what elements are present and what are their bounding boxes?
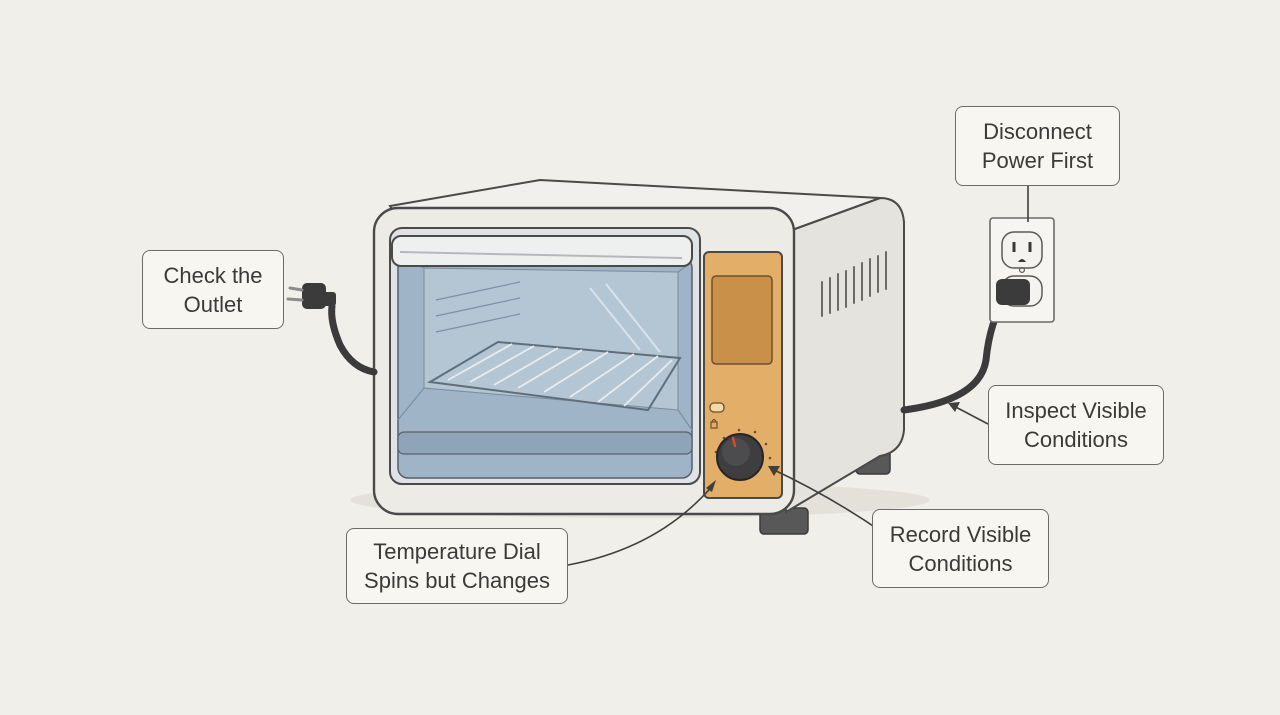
callout-record-conditions: Record Visible Conditions <box>872 509 1049 588</box>
leader-arrowheads <box>706 402 960 492</box>
interior-lines <box>397 257 693 431</box>
callout-disconnect-power: Disconnect Power First <box>955 106 1120 186</box>
door-bottom-lip <box>397 431 693 455</box>
leader-temperature-dial <box>567 483 715 566</box>
callout-check-outlet-line-2: Outlet <box>183 291 243 317</box>
callout-check-outlet: Check the Outlet <box>142 250 284 329</box>
side-vent-slots <box>821 251 887 317</box>
callout-disconnect-power-line-1: Disconnect <box>983 119 1092 144</box>
temperature-dial-icon[interactable] <box>716 433 764 481</box>
callout-inspect-conditions-line-1: Inspect Visible <box>1005 398 1147 423</box>
door-handle[interactable] <box>391 235 693 267</box>
oven-interior <box>423 267 679 411</box>
callout-disconnect-power-line-2: Power First <box>981 148 1094 173</box>
leader-record-conditions <box>769 467 883 533</box>
display-screen <box>711 275 773 365</box>
power-plug-icon <box>286 283 336 309</box>
callout-temperature-dial-line-1: Temperature Dial <box>373 539 541 564</box>
wall-outlet-icon <box>989 217 1055 323</box>
callout-record-conditions-line-2: Conditions <box>908 550 1013 576</box>
indicator-light-icon <box>709 402 725 413</box>
left-power-cord <box>328 302 378 376</box>
glass-reflections <box>589 283 661 353</box>
callout-inspect-conditions-line-2: Conditions <box>1024 427 1128 452</box>
callout-record-conditions-line-1: Record Visible <box>889 521 1032 547</box>
callout-check-outlet-line-1: Check the <box>163 262 263 288</box>
panel-small-icon <box>710 418 718 429</box>
wire-rack <box>426 340 682 412</box>
callout-inspect-conditions: Inspect Visible Conditions <box>988 385 1164 465</box>
callout-temperature-dial-line-2: Spins but Changes <box>364 568 550 593</box>
callout-temperature-dial: Temperature Dial Spins but Changes <box>346 528 568 604</box>
